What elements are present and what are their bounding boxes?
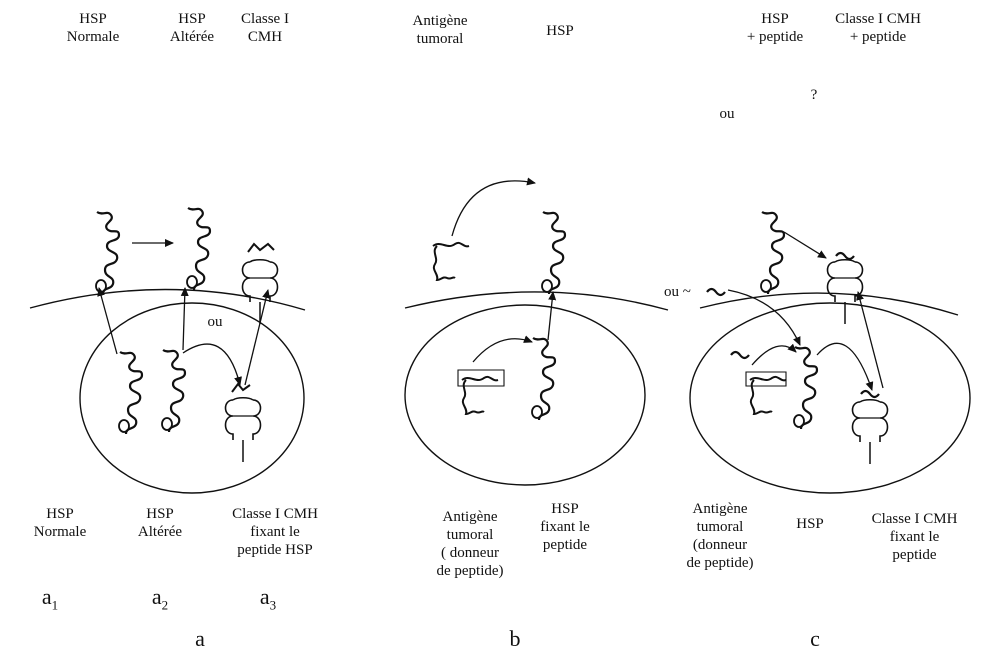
arrow-hsp-to-mhc-cell-c <box>817 343 874 391</box>
panel-letter-a: a <box>195 626 205 651</box>
label-c-bottom-hsp: HSP <box>796 516 824 532</box>
hsp-normal-surface <box>94 210 121 296</box>
arrow-antigen-to-hsp-cell <box>473 335 533 362</box>
label-a-bottom-mhc-peptide: Classe I CMH fixant le peptide HSP <box>232 506 318 558</box>
cell-b <box>405 305 645 485</box>
label-a1: a1 <box>41 584 59 613</box>
panel-c <box>690 210 970 493</box>
antigen-cell-b <box>461 375 499 415</box>
peptide-on-mhc-c <box>834 251 856 261</box>
label-b-bottom-antigen: Antigène tumoral ( donneur de peptide) <box>436 509 504 579</box>
mhc-surface-c <box>826 258 864 325</box>
membrane-c <box>700 293 958 315</box>
panel-a <box>30 206 305 493</box>
label-a2: a2 <box>151 584 169 613</box>
antigen-cell-c <box>749 375 787 415</box>
arrow-b-up <box>548 291 557 340</box>
peptide-box-b <box>458 370 504 386</box>
arrow-c-up <box>856 291 883 388</box>
label-a-top-mhc: Classe I CMH <box>241 11 289 45</box>
hsp-cell-b <box>530 336 557 422</box>
panel-letter-c: c <box>810 626 820 651</box>
label-c-ou-top: ou <box>719 106 735 122</box>
hsp-altered-surface <box>185 206 212 292</box>
peptide-in-cell-a <box>232 384 250 392</box>
label-a-ou: ou <box>207 314 223 330</box>
hsp-surface-b <box>540 210 567 296</box>
hsp-surface-c <box>759 210 786 296</box>
arrow-hsp-to-mhc-c <box>784 232 827 258</box>
membrane-b <box>405 292 668 310</box>
panel-letter-b: b <box>509 626 521 651</box>
label-c-top-mhc-peptide: Classe I CMH + peptide <box>835 11 921 45</box>
arrow-a1-up <box>97 287 117 354</box>
label-c-top-hsp-peptide: HSP + peptide <box>746 11 804 45</box>
cell-c <box>690 303 970 493</box>
peptide-in-cell-c <box>729 350 751 360</box>
cell-a <box>80 303 304 493</box>
hsp-normal-cell <box>117 350 144 436</box>
arrow-hsp-to-mhc-a <box>183 344 242 386</box>
hsp-cell-c <box>792 345 819 431</box>
arrow-a3-up <box>245 289 271 385</box>
label-a3: a3 <box>259 584 277 613</box>
arrow-antigen-to-hsp-top <box>452 177 536 236</box>
label-c-bottom-mhc-peptide: Classe I CMH fixant le peptide <box>871 511 958 563</box>
peptide-box-c <box>746 372 786 386</box>
hsp-altered-cell <box>160 348 187 434</box>
label-c-ou-tilde: ou ~ <box>664 284 691 300</box>
label-c-bottom-antigen: Antigène tumoral (donneur de peptide) <box>686 501 754 571</box>
panel-b <box>405 177 668 485</box>
antigen-surface-b <box>432 241 470 281</box>
label-a-top-hsp-normal: HSP Normale <box>66 11 120 45</box>
label-a-bottom-hsp-normal: HSP Normale <box>33 506 87 540</box>
arrow-a2-up <box>180 287 189 350</box>
mhc-cell-a <box>224 396 262 463</box>
label-b-bottom-hsp-peptide: HSP fixant le peptide <box>540 501 590 553</box>
arrow-antigen-to-hsp-c <box>752 343 797 365</box>
mhc-surface-a <box>241 258 279 325</box>
arrow-free-peptide-to-hsp <box>728 290 800 346</box>
label-a-bottom-hsp-altered: HSP Altérée <box>137 506 183 540</box>
peptide-on-mhc-a <box>248 244 274 252</box>
label-c-question: ? <box>810 87 818 103</box>
label-b-top-antigen: Antigène tumoral <box>412 13 468 47</box>
label-b-top-hsp: HSP <box>546 23 574 39</box>
label-a-top-hsp-altered: HSP Altérée <box>169 11 215 45</box>
peptide-on-mhc-cell-c <box>859 389 881 399</box>
free-peptide-c <box>705 287 727 297</box>
mhc-cell-c <box>851 398 889 465</box>
